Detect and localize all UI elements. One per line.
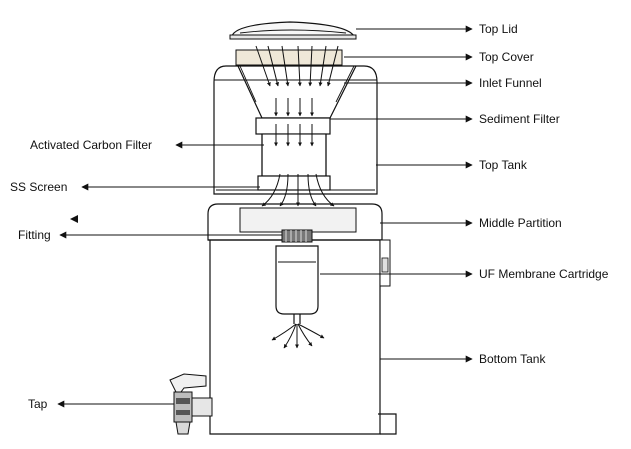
top-lid-shape <box>229 21 357 40</box>
leader-lines <box>57 25 473 408</box>
label-top-lid: Top Lid <box>479 22 518 36</box>
ss-screen-shape <box>257 175 331 191</box>
top-cover-shape <box>235 49 343 66</box>
label-top-cover: Top Cover <box>479 50 534 64</box>
tap-shape <box>169 373 213 435</box>
labels: Top Lid Top Cover Inlet Funnel Sediment … <box>10 22 609 411</box>
purifier-illustration <box>169 21 397 435</box>
flow-arrows-bottom <box>271 323 325 349</box>
label-sediment-filter: Sediment Filter <box>479 112 560 126</box>
inlet-funnel-shape <box>237 65 357 119</box>
activated-carbon-filter-shape <box>261 133 327 177</box>
bottom-tank-shape <box>209 239 397 435</box>
uf-membrane-cartridge-shape <box>275 245 319 324</box>
label-middle-partition: Middle Partition <box>479 216 562 230</box>
label-activated-carbon-filter: Activated Carbon Filter <box>30 138 152 152</box>
stray-arrowhead-icon <box>70 215 78 223</box>
label-ss-screen: SS Screen <box>10 180 67 194</box>
label-uf-membrane-cartridge: UF Membrane Cartridge <box>479 267 609 281</box>
label-fitting: Fitting <box>18 228 51 242</box>
label-top-tank: Top Tank <box>479 158 528 172</box>
fitting-shape <box>281 229 313 243</box>
sediment-filter-shape <box>255 117 331 135</box>
label-tap: Tap <box>28 397 48 411</box>
label-inlet-funnel: Inlet Funnel <box>479 76 542 90</box>
label-bottom-tank: Bottom Tank <box>479 352 546 366</box>
